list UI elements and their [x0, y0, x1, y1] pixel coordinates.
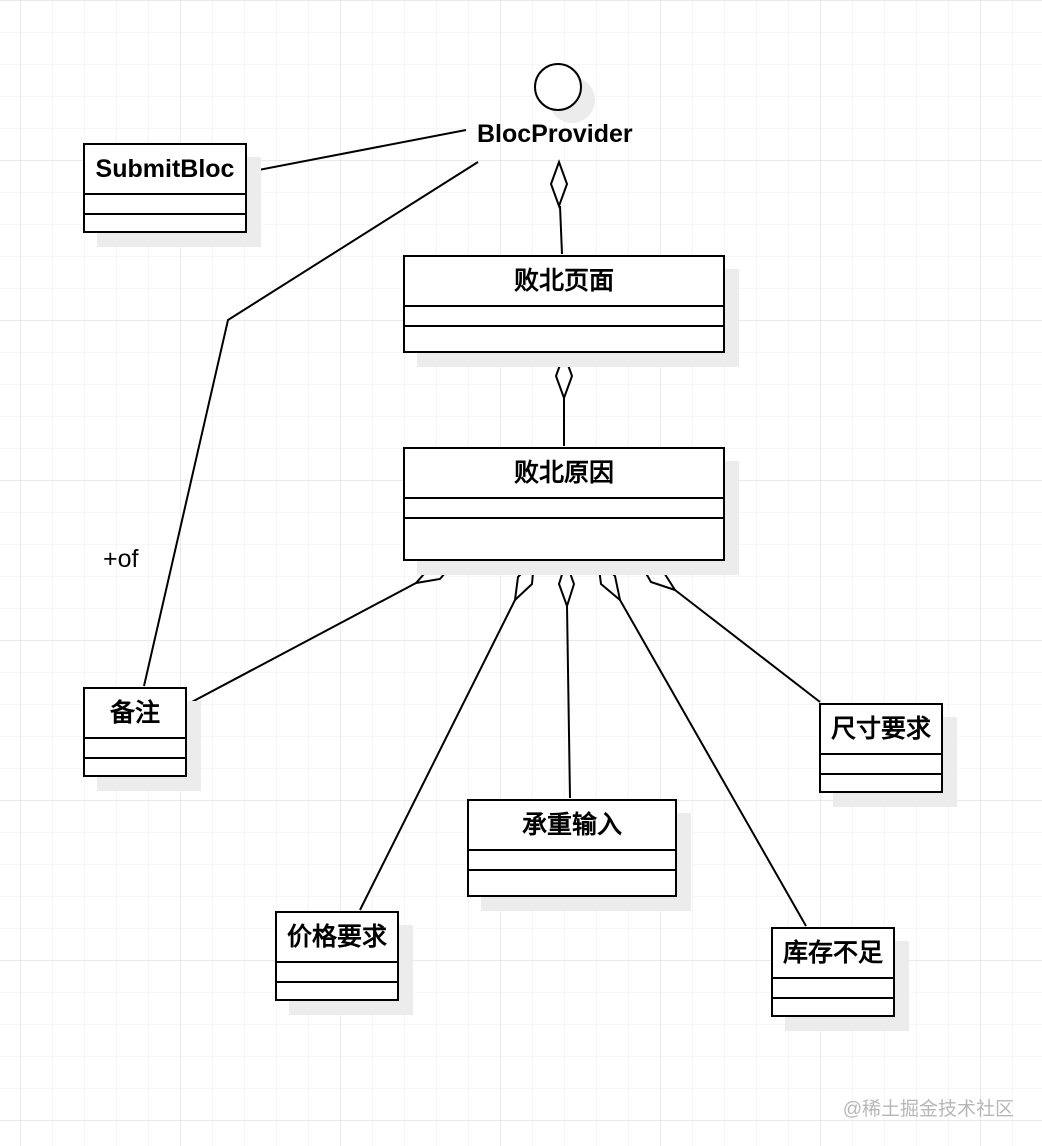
class-attributes	[405, 499, 723, 519]
class-name: 败北原因	[405, 449, 723, 499]
class-name: 尺寸要求	[821, 705, 941, 755]
association-role-label: +of	[103, 545, 139, 573]
class-submit-bloc[interactable]: SubmitBloc	[83, 143, 247, 233]
class-attributes	[469, 851, 675, 871]
class-attributes	[85, 195, 245, 215]
class-fail-reason[interactable]: 败北原因	[403, 447, 725, 561]
size-aggregation-diamond	[636, 559, 678, 592]
stock-aggregation-diamond	[596, 558, 622, 603]
bloc-provider-label: BlocProvider	[477, 120, 633, 148]
class-attributes	[85, 739, 185, 759]
class-weight-input[interactable]: 承重输入	[467, 799, 677, 897]
class-price-requirement[interactable]: 价格要求	[275, 911, 399, 1001]
class-name: 承重输入	[469, 801, 675, 851]
class-attributes	[405, 307, 723, 327]
class-attributes	[277, 963, 397, 983]
reason-remark-line	[187, 582, 417, 705]
class-attributes	[821, 755, 941, 775]
provider-aggregation-diamond	[549, 159, 569, 209]
class-attributes	[773, 979, 893, 999]
class-name: 价格要求	[277, 913, 397, 963]
submitbloc-association-line	[247, 129, 467, 173]
remark-aggregation-diamond	[413, 559, 458, 585]
interface-circle-icon	[534, 63, 582, 111]
class-name: 库存不足	[773, 929, 893, 979]
reason-stock-line	[619, 599, 807, 927]
remark-association-line	[143, 161, 479, 687]
provider-page-line	[559, 205, 563, 255]
class-size-requirement[interactable]: 尺寸要求	[819, 703, 943, 793]
reason-weight-line	[566, 605, 571, 799]
class-stock-shortage[interactable]: 库存不足	[771, 927, 895, 1017]
class-name: SubmitBloc	[85, 145, 245, 195]
page-aggregation-diamond	[554, 351, 574, 401]
price-aggregation-diamond	[513, 558, 536, 603]
class-fail-page[interactable]: 败北页面	[403, 255, 725, 353]
weight-aggregation-diamond	[557, 558, 576, 610]
class-remark[interactable]: 备注	[83, 687, 187, 777]
class-name: 备注	[85, 689, 185, 739]
reason-price-line	[359, 599, 516, 911]
class-name: 败北页面	[405, 257, 723, 307]
reason-size-line	[674, 589, 821, 703]
watermark: @稀土掘金技术社区	[842, 1099, 1014, 1120]
